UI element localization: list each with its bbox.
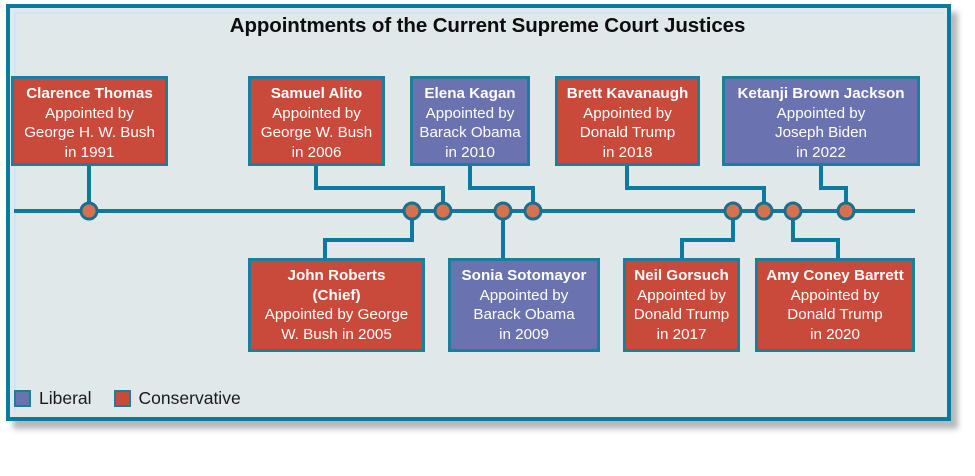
justice-line4: in 2018	[602, 143, 653, 161]
justice-card-samuel-alito[interactable]: Samuel Alito Appointed by George W. Bush…	[248, 76, 385, 166]
justice-card-brett-kavanaugh[interactable]: Brett Kavanaugh Appointed by Donald Trum…	[555, 76, 700, 166]
justice-line4: in 2022	[796, 143, 846, 161]
legend-label-conservative: Conservative	[138, 388, 241, 408]
timeline-node-john-roberts[interactable]	[402, 201, 422, 221]
justice-line2: Appointed by	[45, 104, 134, 122]
justice-card-john-roberts[interactable]: John Roberts (Chief) Appointed by George…	[248, 258, 425, 352]
timeline-node-elena-kagan[interactable]	[523, 201, 543, 221]
connector-neil-gorsuch-jog	[680, 238, 735, 242]
connector-brett-kavanaugh-jog	[625, 186, 766, 190]
justice-name: Amy Coney Barrett	[766, 267, 904, 284]
justice-line2: Appointed by	[479, 286, 569, 304]
connector-ketanji-brown-jackson-drop	[844, 186, 848, 211]
timeline-node-sonia-sotomayor[interactable]	[493, 201, 513, 221]
justice-name: Clarence Thomas	[26, 85, 153, 102]
connector-neil-gorsuch-stem	[731, 211, 735, 240]
justice-line2: Appointed by	[637, 286, 726, 304]
connector-ketanji-brown-jackson-jog	[819, 186, 848, 190]
connector-samuel-alito-drop	[441, 186, 445, 211]
connector-samuel-alito-stem	[314, 166, 318, 190]
connector-john-roberts-drop	[323, 238, 327, 260]
justice-line3: Barack Obama	[419, 124, 521, 141]
justice-card-sonia-sotomayor[interactable]: Sonia Sotomayor Appointed by Barack Obam…	[448, 258, 600, 352]
justice-line2: (Chief)	[312, 286, 361, 304]
timeline-node-neil-gorsuch[interactable]	[723, 201, 743, 221]
justice-name: Ketanji Brown Jackson	[737, 85, 905, 102]
connector-sonia-sotomayor	[501, 211, 505, 260]
connector-elena-kagan-stem	[468, 166, 472, 190]
legend-label-liberal: Liberal	[39, 388, 92, 408]
connector-brett-kavanaugh-drop	[762, 186, 766, 211]
justice-line3: George W. Bush	[260, 124, 373, 141]
timeline-node-brett-kavanaugh[interactable]	[754, 201, 774, 221]
figure-title: Appointments of the Current Supreme Cour…	[229, 14, 746, 37]
justice-line4: in 2020	[810, 325, 860, 343]
justice-line4: W. Bush in 2005	[281, 325, 392, 343]
connector-amy-coney-barrett-stem	[791, 211, 795, 240]
connector-john-roberts-jog	[323, 238, 414, 242]
connector-elena-kagan-jog	[468, 186, 535, 190]
legend-item-conservative[interactable]: Conservative	[113, 388, 241, 409]
connector-amy-coney-barrett-drop	[836, 238, 840, 260]
connector-amy-coney-barrett-jog	[791, 238, 840, 242]
timeline-node-amy-coney-barrett[interactable]	[783, 201, 803, 221]
legend-swatch-liberal-icon	[14, 390, 31, 407]
justice-name: Neil Gorsuch	[634, 267, 729, 284]
connector-john-roberts-stem	[410, 211, 414, 240]
justice-line3: Donald Trump	[633, 306, 730, 323]
justice-line2: Appointed by	[776, 104, 866, 122]
justice-line3: George H. W. Bush	[24, 124, 155, 141]
justice-line2: Appointed by	[790, 286, 880, 304]
justice-line4: in 2006	[291, 143, 342, 161]
justice-name: Elena Kagan	[424, 85, 516, 102]
justice-line4: in 1991	[64, 143, 115, 161]
justice-line3: Joseph Biden	[774, 124, 868, 141]
justice-card-ketanji-brown-jackson[interactable]: Ketanji Brown Jackson Appointed by Josep…	[722, 76, 920, 166]
justice-line2: Appointed by	[583, 104, 672, 122]
justice-line3: Barack Obama	[473, 306, 575, 323]
justice-line3: Donald Trump	[787, 306, 883, 323]
justice-line4: in 2009	[499, 325, 549, 343]
justice-line4: in 2010	[445, 143, 495, 161]
timeline-node-clarence-thomas[interactable]	[79, 201, 99, 221]
justice-line3: Donald Trump	[579, 124, 676, 141]
legend: Liberal Conservative	[14, 388, 263, 409]
justice-line2: Appointed by	[425, 104, 515, 122]
connector-neil-gorsuch-drop	[680, 238, 684, 260]
justice-name: Sonia Sotomayor	[461, 267, 587, 284]
justice-card-amy-coney-barrett[interactable]: Amy Coney Barrett Appointed by Donald Tr…	[755, 258, 915, 352]
justice-line4: in 2017	[656, 325, 707, 343]
justice-card-neil-gorsuch[interactable]: Neil Gorsuch Appointed by Donald Trump i…	[623, 258, 740, 352]
justice-name: Samuel Alito	[270, 85, 363, 102]
connector-samuel-alito-jog	[314, 186, 445, 190]
justice-line3: Appointed by George	[264, 306, 409, 323]
timeline-node-samuel-alito[interactable]	[433, 201, 453, 221]
timeline-node-ketanji-brown-jackson[interactable]	[836, 201, 856, 221]
justice-name: John Roberts	[287, 267, 386, 284]
connector-ketanji-brown-jackson-stem	[819, 166, 823, 190]
legend-swatch-conservative-icon	[113, 390, 131, 407]
connector-elena-kagan-drop	[531, 186, 535, 211]
legend-item-liberal[interactable]: Liberal	[14, 388, 92, 409]
justice-card-elena-kagan[interactable]: Elena Kagan Appointed by Barack Obama in…	[410, 76, 530, 166]
timeline-axis	[14, 209, 915, 213]
justice-card-clarence-thomas[interactable]: Clarence Thomas Appointed by George H. W…	[11, 76, 168, 166]
connector-clarence-thomas	[87, 166, 91, 211]
connector-brett-kavanaugh-stem	[625, 166, 629, 190]
justice-name: Brett Kavanaugh	[566, 85, 689, 102]
justice-line2: Appointed by	[272, 104, 361, 122]
